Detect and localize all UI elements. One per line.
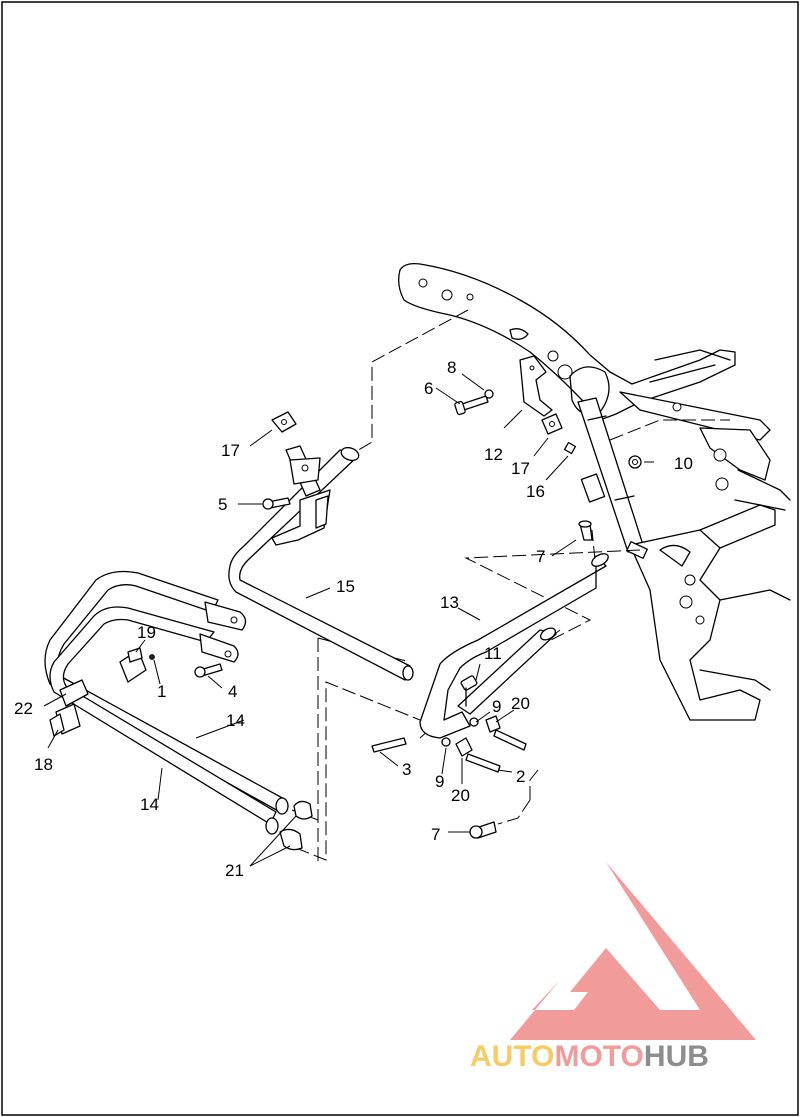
- leader-lines: [43, 373, 654, 867]
- callout-17-left: 17: [221, 441, 240, 460]
- part-21-spacers: [279, 800, 313, 851]
- callout-labels: 1 2 3 4 5 6 7 7 8 9 9 10 11 12 13 14 14 …: [14, 358, 693, 880]
- callout-4: 4: [228, 682, 237, 701]
- callout-9-left: 9: [435, 772, 444, 791]
- callout-5: 5: [218, 495, 227, 514]
- callout-16: 16: [526, 482, 545, 501]
- callout-9-right: 9: [492, 697, 501, 716]
- watermark-word: AUTOMOTOHUB: [470, 1040, 709, 1073]
- part-14-ubars: [44, 570, 289, 835]
- callout-20-right: 20: [511, 694, 530, 713]
- watermark-moto: MOTO: [554, 1040, 643, 1073]
- callout-7-lower: 7: [431, 825, 440, 844]
- callout-22: 22: [14, 699, 33, 718]
- motorcycle-frame: [398, 262, 791, 721]
- part-15-rail: [228, 411, 414, 681]
- part-13-rail: [419, 553, 609, 739]
- callout-8: 8: [447, 358, 456, 377]
- callout-21: 21: [225, 861, 244, 880]
- callout-12: 12: [484, 445, 503, 464]
- callout-15: 15: [336, 577, 355, 596]
- watermark-auto: AUTO: [470, 1040, 554, 1073]
- callout-20-left: 20: [451, 786, 470, 805]
- callout-6: 6: [424, 379, 433, 398]
- callout-10: 10: [674, 454, 693, 473]
- callout-1: 1: [157, 682, 166, 701]
- callout-17-right: 17: [511, 459, 530, 478]
- callout-19: 19: [137, 623, 156, 642]
- callout-2: 2: [516, 767, 525, 786]
- callout-7-upper: 7: [536, 547, 545, 566]
- watermark-hub: HUB: [644, 1040, 709, 1073]
- watermark-logo: AUTOMOTOHUB: [470, 862, 756, 1073]
- callout-14-upper: 14: [226, 711, 245, 730]
- callout-13: 13: [440, 593, 459, 612]
- callout-18: 18: [34, 755, 53, 774]
- hardware: [194, 355, 593, 839]
- callout-3: 3: [402, 760, 411, 779]
- logo-triangle-mark: [510, 862, 756, 1040]
- callout-14-lower: 14: [140, 795, 159, 814]
- callout-11: 11: [484, 644, 502, 663]
